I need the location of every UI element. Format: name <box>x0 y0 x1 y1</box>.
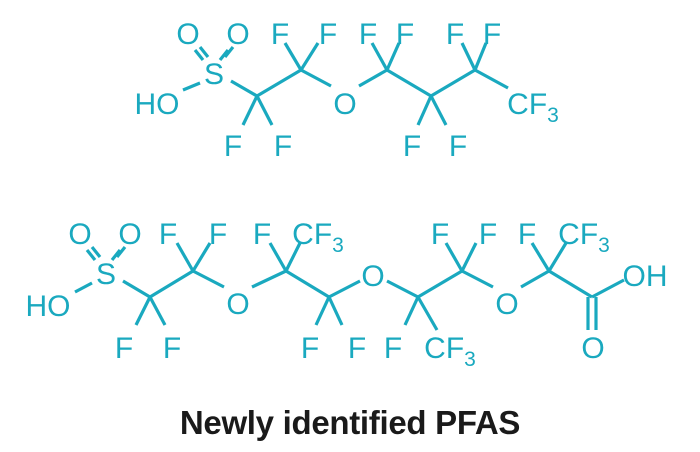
atom-label: F <box>271 18 289 51</box>
bond-line <box>358 68 388 88</box>
bond-line <box>90 246 102 258</box>
bond-line <box>591 278 625 299</box>
atom-label: F <box>396 18 414 51</box>
atom-label: F <box>115 332 133 365</box>
atom-label: F <box>274 130 292 163</box>
atom-label: F <box>301 332 319 365</box>
bond-line <box>134 296 152 326</box>
atom-label: F <box>224 130 242 163</box>
bond-line <box>461 269 494 289</box>
bond-line <box>429 95 448 126</box>
atom-label: F <box>319 18 337 51</box>
bond-line <box>193 49 205 61</box>
bond-line <box>444 242 464 272</box>
atom-label: HO <box>26 290 71 323</box>
atom-label: O <box>333 88 356 121</box>
atom-label: O <box>176 18 199 51</box>
bond-line <box>530 242 551 272</box>
bond-line <box>386 68 432 98</box>
atom-label: O <box>581 332 604 365</box>
bond-line <box>241 95 259 126</box>
bond-line <box>300 68 332 88</box>
atom-label: F <box>253 218 271 251</box>
atom-label: F <box>446 18 464 51</box>
bond-line <box>386 279 419 299</box>
bond-line <box>370 42 389 71</box>
bond-line <box>314 296 331 326</box>
atom-label: O <box>68 218 91 251</box>
bond-line <box>255 95 274 126</box>
atom-label: F <box>449 130 467 163</box>
bond-line <box>192 269 225 289</box>
bond-line <box>251 269 287 289</box>
atom-label: F <box>163 332 181 365</box>
bond-line <box>417 269 463 299</box>
bond-line <box>299 42 320 71</box>
bond-line <box>473 42 488 71</box>
bond-line <box>148 296 167 326</box>
atom-label: HO <box>135 88 180 121</box>
bond-line <box>385 42 401 71</box>
bond-line <box>474 68 509 90</box>
atom-label: F <box>479 218 497 251</box>
bond-line <box>230 79 258 98</box>
atom-label: S <box>204 58 224 91</box>
figure-caption: Newly identified PFAS <box>179 404 521 441</box>
atom-label: O <box>226 288 249 321</box>
atom-label: F <box>359 18 377 51</box>
bond-line <box>218 49 230 61</box>
atom-label: F <box>518 218 536 251</box>
bond-line <box>416 95 433 126</box>
bond-line <box>110 249 122 261</box>
bond-line <box>122 279 151 299</box>
atom-label: CF3 <box>424 332 476 371</box>
atom-label: F <box>483 18 501 51</box>
bond-line <box>460 242 478 272</box>
bond-line <box>327 296 344 326</box>
bond-line <box>198 46 210 58</box>
atom-label: OH <box>623 260 668 293</box>
bond-line <box>149 269 194 299</box>
atom-label: O <box>226 18 249 51</box>
atom-label: O <box>361 260 384 293</box>
bond-line <box>223 46 235 58</box>
bond-line <box>547 242 568 272</box>
bond-line <box>403 296 420 326</box>
atom-label: O <box>495 288 518 321</box>
atom-label: F <box>159 218 177 251</box>
atom-label: O <box>118 218 141 251</box>
bond-line <box>520 269 550 289</box>
atom-label: CF3 <box>292 218 344 257</box>
atom-label: S <box>96 258 116 291</box>
atom-label: F <box>348 332 366 365</box>
bond-line <box>85 249 97 261</box>
bond-line <box>268 242 288 272</box>
bond-line <box>416 296 439 331</box>
bond-line <box>74 281 93 294</box>
bond-line <box>284 242 302 272</box>
bond-line <box>328 279 361 299</box>
atom-label: CF3 <box>558 218 610 257</box>
bond-line <box>182 81 201 92</box>
bond-line <box>285 269 330 299</box>
bond-line <box>430 68 476 98</box>
bond-line <box>460 42 477 71</box>
bond-line <box>256 68 302 98</box>
atom-label: F <box>209 218 227 251</box>
bond-line <box>115 246 127 258</box>
atom-label: CF3 <box>507 88 559 127</box>
bond-line <box>191 242 212 272</box>
bond-line <box>548 269 593 299</box>
atom-label: F <box>384 332 402 365</box>
bond-line <box>175 242 195 272</box>
atom-label: F <box>431 218 449 251</box>
bond-line <box>283 42 303 71</box>
atom-label: F <box>403 130 421 163</box>
